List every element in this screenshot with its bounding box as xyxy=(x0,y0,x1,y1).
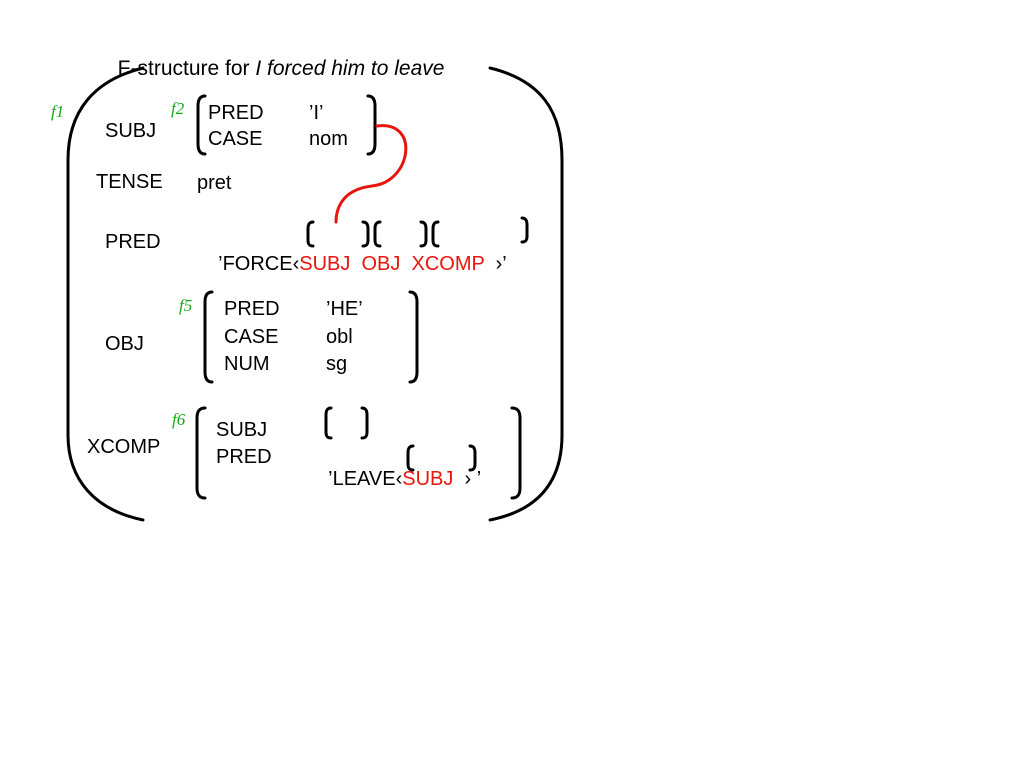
obj-left-bracket xyxy=(203,290,214,384)
attr-subj: SUBJ xyxy=(105,120,157,142)
attr-pred: PRED xyxy=(105,231,161,253)
obj-case-attr: CASE xyxy=(224,326,279,348)
attr-xcomp: XCOMP xyxy=(87,436,161,458)
obj-case-value: obl xyxy=(326,326,353,348)
xcomp-subj-attr: SUBJ xyxy=(216,419,268,441)
arg-subj-right-bracket xyxy=(361,220,370,248)
xcomp-subj-left-bracket xyxy=(324,406,333,440)
arg-xcomp-right-bracket xyxy=(520,216,529,244)
obj-num-attr: NUM xyxy=(224,353,270,375)
force-prefix: ’FORCE‹ xyxy=(218,253,300,275)
subj-left-bracket xyxy=(196,94,207,156)
title-sentence: I forced him to leave xyxy=(255,57,445,80)
leave-arg-right-bracket xyxy=(468,444,477,472)
obj-pred-attr: PRED xyxy=(224,298,280,320)
xcomp-right-bracket xyxy=(510,406,522,500)
arg-obj-right-bracket xyxy=(419,220,428,248)
obj-pred-value: ’HE’ xyxy=(326,298,363,320)
xcomp-pred-value: ’LEAVE‹SUBJ › ’ xyxy=(317,446,481,490)
value-pred-force: ’FORCE‹SUBJ OBJ XCOMP ›’ xyxy=(207,231,507,275)
leave-prefix: ’LEAVE‹ xyxy=(328,468,403,490)
attr-tense: TENSE xyxy=(96,171,163,193)
leave-suffix: › ’ xyxy=(464,468,482,490)
label-f1: f1 xyxy=(51,102,65,121)
subj-right-bracket xyxy=(366,94,377,156)
leave-arg-left-bracket xyxy=(406,444,415,472)
arg-subj-left-bracket xyxy=(306,220,315,248)
title-prefix: F-structure for xyxy=(117,57,256,80)
subj-case-attr: CASE xyxy=(208,128,263,150)
obj-right-bracket xyxy=(408,290,419,384)
attr-obj: OBJ xyxy=(105,333,144,355)
force-arg-subj: SUBJ xyxy=(299,253,351,275)
structure-sharing-line xyxy=(334,124,408,224)
subj-case-value: nom xyxy=(309,128,348,150)
outer-right-bracket xyxy=(488,66,564,522)
force-arg-obj: OBJ xyxy=(361,253,401,275)
subj-pred-value: ’I’ xyxy=(309,102,324,124)
subj-pred-attr: PRED xyxy=(208,102,264,124)
force-arg-xcomp: XCOMP xyxy=(411,253,485,275)
xcomp-subj-right-bracket xyxy=(360,406,369,440)
arg-xcomp-left-bracket xyxy=(431,220,440,248)
force-suffix: ›’ xyxy=(495,253,507,275)
obj-num-value: sg xyxy=(326,353,348,375)
xcomp-pred-attr: PRED xyxy=(216,446,272,468)
arg-obj-left-bracket xyxy=(373,220,382,248)
diagram-title: F-structure for I forced him to leave xyxy=(106,36,445,80)
value-tense: pret xyxy=(197,172,232,194)
xcomp-left-bracket xyxy=(195,406,207,500)
leave-arg-subj: SUBJ xyxy=(402,468,454,490)
label-f2: f2 xyxy=(171,99,185,118)
outer-left-bracket xyxy=(66,66,145,522)
label-f5: f5 xyxy=(179,296,193,315)
label-f6: f6 xyxy=(172,410,186,429)
